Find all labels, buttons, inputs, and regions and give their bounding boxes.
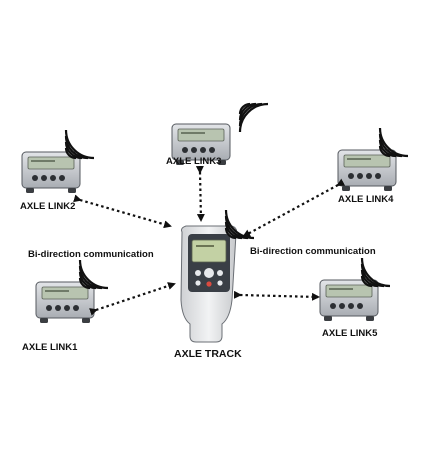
wireless-signal-icon [360,256,392,288]
axle-link4-device [337,126,410,192]
axle-link4-label: AXLE LINK4 [338,194,394,205]
axle-link5-label: AXLE LINK5 [322,328,378,339]
comm-label-right: Bi-direction communication [250,246,376,257]
axle-link2-device [21,128,96,194]
comm-label-left: Bi-direction communication [28,249,154,260]
arrow-link3-track [195,165,205,222]
wireless-signal-icon [238,102,270,134]
wireless-signal-icon [64,128,96,160]
wireless-signal-icon [378,126,410,158]
axle-link5-device [319,256,392,322]
axle-link2-label: AXLE LINK2 [20,201,75,212]
axle-track-label: AXLE TRACK [174,348,242,360]
handheld-terminal-icon [180,225,237,343]
arrow-link2-track [73,194,172,229]
wireless-signal-icon [78,258,110,290]
axle-link3-label: AXLE LINK3 [166,156,221,167]
axle-link1-device [35,258,110,324]
arrow-link4-track [242,178,346,237]
arrow-link5-track [233,290,320,301]
axle-link1-label: AXLE LINK1 [22,342,78,353]
